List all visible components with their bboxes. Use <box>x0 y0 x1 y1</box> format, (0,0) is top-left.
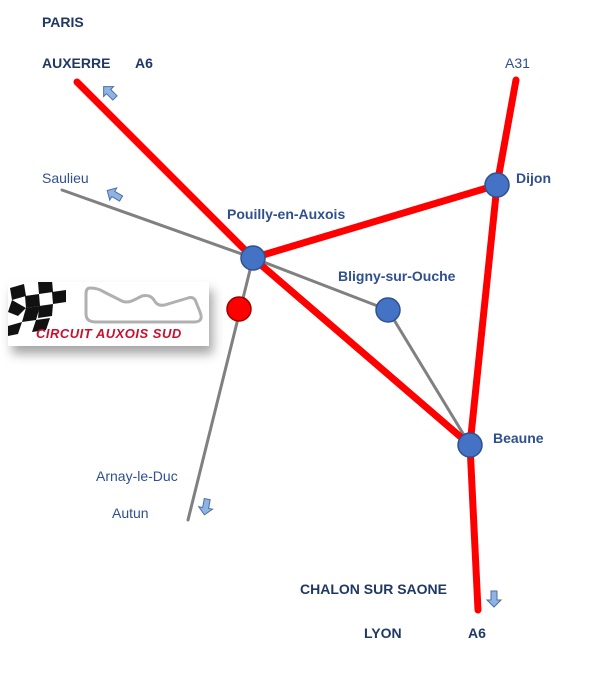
road-saulieu-pouilly <box>60 188 255 260</box>
circuit-auxois-sud-logo: CIRCUIT AUXOIS SUD <box>8 282 209 346</box>
road-pouilly-bligny <box>251 256 390 312</box>
label-bligny: Bligny-sur-Ouche <box>338 268 456 284</box>
label-autun: Autun <box>112 505 149 521</box>
label-a6-south: A6 <box>468 625 486 641</box>
motorway-pouilly-dijon <box>249 181 501 262</box>
label-chalon: CHALON SUR SAONE <box>300 581 447 597</box>
label-a6-north: A6 <box>135 55 153 71</box>
motorways <box>73 76 520 614</box>
nodes <box>226 172 510 458</box>
direction-arrow-icon <box>106 187 124 202</box>
direction-arrows <box>103 86 503 608</box>
label-auxerre: AUXERRE <box>42 55 110 71</box>
logo-graphic <box>8 282 203 336</box>
label-saulieu: Saulieu <box>42 170 89 186</box>
direction-arrow-icon <box>197 498 214 516</box>
motorway-pouilly-beaune <box>249 254 474 449</box>
direction-arrow-icon <box>103 86 118 101</box>
checkered-flag-icon <box>8 282 66 336</box>
road-bligny-beaune <box>386 308 472 447</box>
node-bligny <box>375 297 401 323</box>
motorway-dijon-beaune <box>466 181 501 449</box>
node-circuit <box>226 296 252 322</box>
motorway-a6-south <box>466 441 482 614</box>
circuit-track-icon <box>84 286 203 324</box>
label-paris: PARIS <box>42 14 84 30</box>
node-pouilly <box>240 245 266 271</box>
label-a31: A31 <box>505 55 530 71</box>
node-dijon <box>484 172 510 198</box>
node-beaune <box>457 432 483 458</box>
label-lyon: LYON <box>364 625 402 641</box>
direction-arrow-icon <box>485 590 503 608</box>
motorway-a6-north <box>73 78 257 262</box>
label-beaune: Beaune <box>493 430 544 446</box>
motorway-a31 <box>493 76 520 189</box>
label-dijon: Dijon <box>516 170 551 186</box>
label-arnay: Arnay-le-Duc <box>96 468 178 484</box>
logo-text: CIRCUIT AUXOIS SUD <box>36 326 182 341</box>
label-pouilly: Pouilly-en-Auxois <box>227 206 345 222</box>
